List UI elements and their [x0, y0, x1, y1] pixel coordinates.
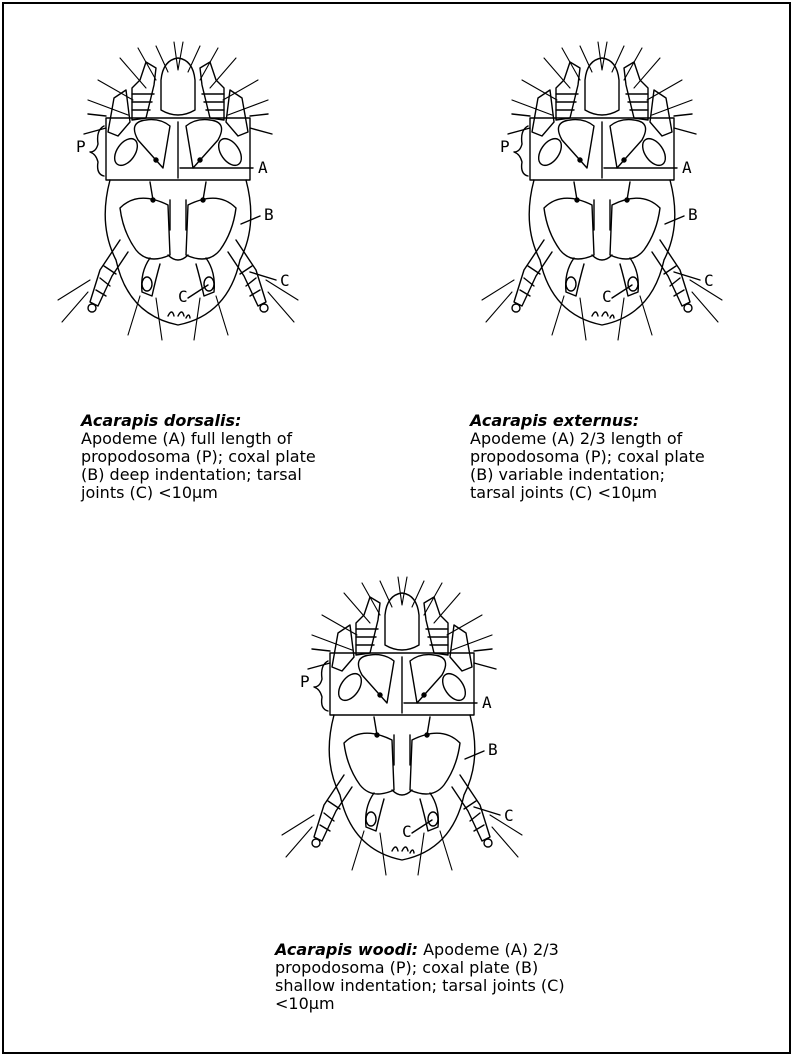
mite-drawing-externus: P A B C C — [452, 40, 752, 340]
label-a: A — [682, 158, 692, 177]
bristles — [88, 42, 268, 115]
bristles — [512, 42, 692, 115]
bristles — [312, 577, 492, 650]
propodosoma-bracket — [314, 661, 328, 711]
caption-externus: Acarapis externus: Apodeme (A) 2/3 lengt… — [470, 412, 710, 502]
mite-drawing-woodi: P A B C C — [252, 575, 552, 875]
label-p: P — [76, 137, 86, 156]
species-description: Apodeme (A) 2/3 length of propodosoma (P… — [470, 429, 705, 502]
species-description: Apodeme (A) full length of propodosoma (… — [81, 429, 316, 502]
label-c: C — [602, 287, 612, 306]
label-b: B — [488, 740, 498, 759]
species-name: Acarapis externus: — [470, 411, 639, 430]
label-c: C — [178, 287, 188, 306]
species-name: Acarapis woodi: — [275, 940, 418, 959]
caption-dorsalis: Acarapis dorsalis: Apodeme (A) full leng… — [81, 412, 321, 502]
species-name: Acarapis dorsalis: — [81, 411, 241, 430]
label-a: A — [482, 693, 492, 712]
label-c: C — [704, 271, 714, 290]
label-b: B — [688, 205, 698, 224]
label-p: P — [300, 672, 310, 691]
mite-drawing-dorsalis: P A B C C — [28, 40, 328, 340]
label-b: B — [264, 205, 274, 224]
label-p: P — [500, 137, 510, 156]
propodosoma-bracket — [90, 126, 104, 176]
label-c: C — [402, 822, 412, 841]
caption-woodi: Acarapis woodi: Apodeme (A) 2/3 propodos… — [275, 941, 575, 1013]
propodosoma-bracket — [514, 126, 528, 176]
label-a: A — [258, 158, 268, 177]
label-c: C — [504, 806, 514, 825]
label-c: C — [280, 271, 290, 290]
